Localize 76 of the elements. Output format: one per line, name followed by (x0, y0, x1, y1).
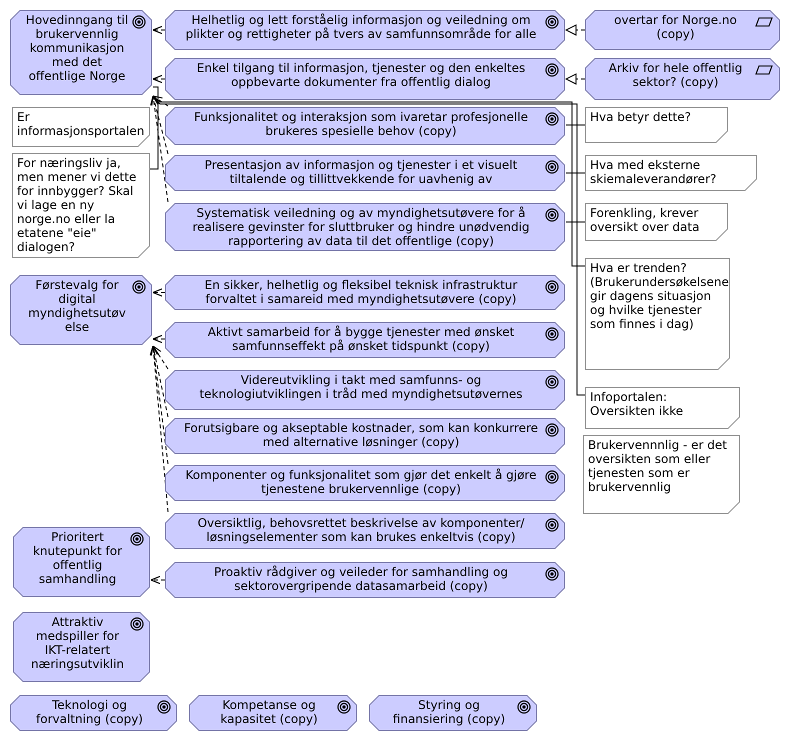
arrow (151, 95, 168, 154)
goal-box (165, 322, 565, 358)
arrow (152, 334, 166, 344)
arrow (150, 345, 168, 464)
arrow (566, 24, 586, 36)
arrow (152, 345, 168, 370)
arrow (152, 74, 166, 84)
goal-box (13, 612, 150, 682)
connector-line (150, 86, 158, 170)
goal-box (369, 695, 537, 731)
goal-box (10, 695, 177, 731)
arrow (150, 95, 168, 202)
node-label: Systematisk veiledning og av myndighetsutøvere for å realisere gevinster for sluttbruker og hindre unødvendig rapportering av data til det offentlige (copy) (191, 206, 531, 248)
arrow (150, 576, 166, 584)
node-label: Komponenter og funksjonalitet som gjør det enkelt å gjøre tjenestene brukervennlige (copy) (184, 468, 538, 496)
note-box (12, 107, 150, 147)
note-box (12, 153, 150, 258)
note-box (585, 107, 728, 143)
note-text: Brukervennnlig - er det oversikten som eller tjenesten som er brukervennlig (588, 438, 728, 494)
goal-box (165, 10, 565, 50)
note-box (585, 387, 740, 429)
note-box (583, 435, 740, 514)
goal-box (13, 527, 150, 597)
node-label: Hovedinngang til brukervennlig kommunikasjon med det offentlige Norge (24, 13, 130, 83)
node-label: Arkiv for hele offentlig sektor? (copy) (608, 61, 744, 89)
arrow (566, 74, 586, 84)
arrow (152, 26, 166, 34)
node-label: Attraktiv medspiller for IKT-relatert næringsutviklin (30, 615, 126, 671)
node-label: Aktivt samarbeid for å bygge tjenester med ønsket samfunnseffekt på ønsket tidspunkt (copy) (206, 325, 516, 353)
node-label: overtar for Norge.no (copy) (613, 13, 738, 41)
goal-box (10, 275, 152, 345)
node-label: Forutsigbare og akseptable kostnader, som kan konkurrere med alternative løsninger (copy) (182, 421, 540, 449)
goal-box (165, 418, 565, 454)
note-text: Forenkling, krever oversikt over data (590, 206, 700, 234)
node-label: En sikker, helhetlig og fleksibel teknisk infrastruktur forvaltet i samareid med myndighetsutøvere (copy) (204, 278, 518, 306)
note-box (585, 203, 728, 241)
node-label: Helhetlig og lett forståelig informasjon og veiledning om plikter og rettigheter på tvers av samfunnsområde for alle (184, 13, 538, 41)
note-text: For næringsliv ja, men mener vi dette for innbygger? Skal vi lage en ny norge.no eller la etatene "eie" dialogen? (17, 156, 138, 254)
node-label: Prioritert knutepunkt for offentlig samhandling (32, 530, 124, 586)
node-label: Oversiktlig, behovsrettet beskrivelse av komponenter/ løsningselementer som kan brukes enkeltvis (copy) (196, 516, 526, 544)
goal-box (189, 695, 357, 731)
goal-box (165, 155, 565, 191)
goal-box (165, 203, 565, 251)
connector-line (152, 96, 586, 266)
arrow (150, 345, 168, 512)
note-text: Infoportalen: Oversikten ikke (590, 390, 684, 418)
connector-line (566, 172, 586, 174)
goal-box (165, 513, 565, 549)
note-text: Hva med eksterne skiemaleverandører? (590, 158, 718, 186)
node-label: Enkel tilgang til informasjon, tjenester og den enkeltes oppbevarte dokumenter fra offentlig dialog (196, 61, 526, 89)
goal-box (165, 562, 565, 598)
goal-box (165, 370, 565, 410)
node-label: Presentasjon av informasjon og tjenester i et visuelt tiltalende og tillittvekkende for uavhenig av (204, 158, 518, 186)
node-label: Proaktiv rådgiver og veileder for samhandling og sektorovergripende datasamarbeid (copy) (213, 565, 509, 593)
node-label: Videreutvikling i takt med samfunns- og teknologiutviklingen i tråd med myndighetsutøvernes (198, 373, 524, 401)
node-label: Teknologi og forvaltning (copy) (35, 698, 144, 726)
note-text: Hva betyr dette? (590, 110, 692, 124)
note-text: Er informasjonsportalen (17, 110, 145, 138)
goal-box (165, 107, 565, 145)
connector-line (566, 124, 586, 126)
goal-box (165, 58, 565, 100)
goal-box (165, 465, 565, 501)
node-label: Førstevalg for digital myndighetsutøv else (27, 278, 127, 334)
connector-line (152, 96, 586, 396)
arrow (152, 95, 168, 106)
goal-box (10, 10, 152, 95)
arrow (150, 345, 168, 418)
note-box (585, 258, 730, 370)
requirement-box (585, 58, 780, 100)
requirement-box (585, 10, 780, 50)
note-box (585, 155, 757, 191)
node-label: Kompetanse og kapasitet (copy) (219, 698, 319, 726)
arrow (152, 288, 166, 297)
goal-box (165, 275, 565, 310)
node-label: Funksjonalitet og interaksjon som ivaretar profesjonelle brukeres spesielle behov (copy) (193, 110, 529, 138)
node-label: Styring og finansiering (copy) (392, 698, 506, 726)
